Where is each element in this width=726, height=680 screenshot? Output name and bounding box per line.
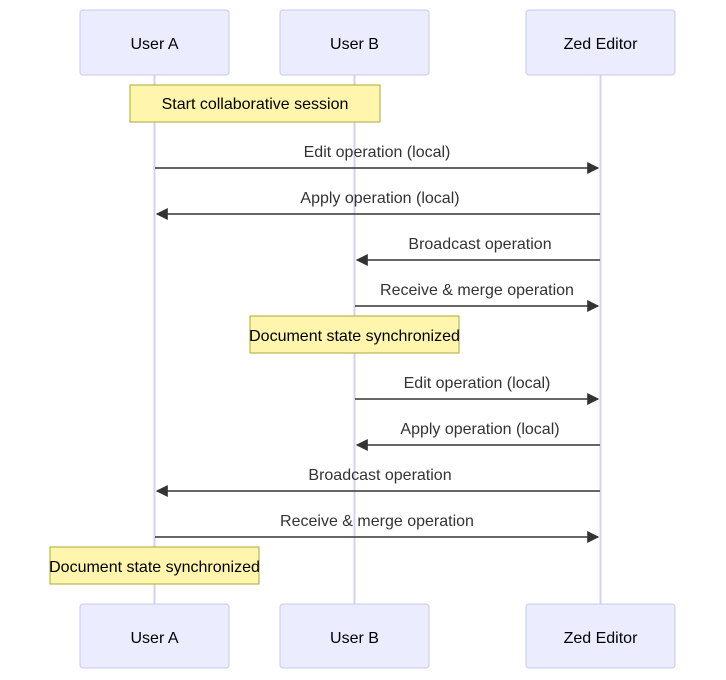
actor-label: User A bbox=[130, 36, 178, 53]
message-label: Apply operation (local) bbox=[400, 421, 559, 438]
message-receive-merge-a: Receive & merge operation bbox=[155, 513, 600, 543]
actor-zed-editor-top: Zed Editor bbox=[525, 9, 676, 76]
actor-label: User B bbox=[330, 36, 379, 53]
message-apply-op-b: Apply operation (local) bbox=[355, 421, 600, 451]
note-sync-a: Document state synchronized bbox=[49, 546, 260, 585]
actor-user-b-top: User B bbox=[279, 9, 430, 76]
actor-label: Zed Editor bbox=[564, 630, 638, 647]
actor-user-a-bottom: User A bbox=[79, 603, 230, 669]
message-apply-op-a: Apply operation (local) bbox=[155, 190, 600, 220]
message-label: Receive & merge operation bbox=[380, 282, 574, 299]
actor-user-b-bottom: User B bbox=[279, 603, 430, 669]
message-broadcast-a: Broadcast operation bbox=[155, 467, 600, 497]
message-broadcast-b: Broadcast operation bbox=[355, 236, 600, 266]
message-label: Broadcast operation bbox=[408, 236, 551, 253]
message-edit-op-b: Edit operation (local) bbox=[355, 375, 600, 405]
note-start-session: Start collaborative session bbox=[129, 84, 381, 123]
message-label: Receive & merge operation bbox=[280, 513, 474, 530]
message-edit-op-a: Edit operation (local) bbox=[155, 144, 600, 174]
message-label: Edit operation (local) bbox=[304, 144, 451, 161]
message-label: Broadcast operation bbox=[308, 467, 451, 484]
message-label: Edit operation (local) bbox=[404, 375, 551, 392]
actor-zed-editor-bottom: Zed Editor bbox=[525, 603, 676, 669]
note-text: Document state synchronized bbox=[49, 559, 260, 576]
note-text: Document state synchronized bbox=[249, 328, 460, 345]
message-receive-merge-b: Receive & merge operation bbox=[355, 282, 600, 312]
actor-label: User B bbox=[330, 630, 379, 647]
note-text: Start collaborative session bbox=[162, 96, 349, 113]
message-label: Apply operation (local) bbox=[300, 190, 459, 207]
actor-label: Zed Editor bbox=[564, 36, 638, 53]
note-sync-b: Document state synchronized bbox=[249, 315, 460, 354]
actor-user-a-top: User A bbox=[79, 9, 230, 76]
actor-label: User A bbox=[130, 630, 178, 647]
